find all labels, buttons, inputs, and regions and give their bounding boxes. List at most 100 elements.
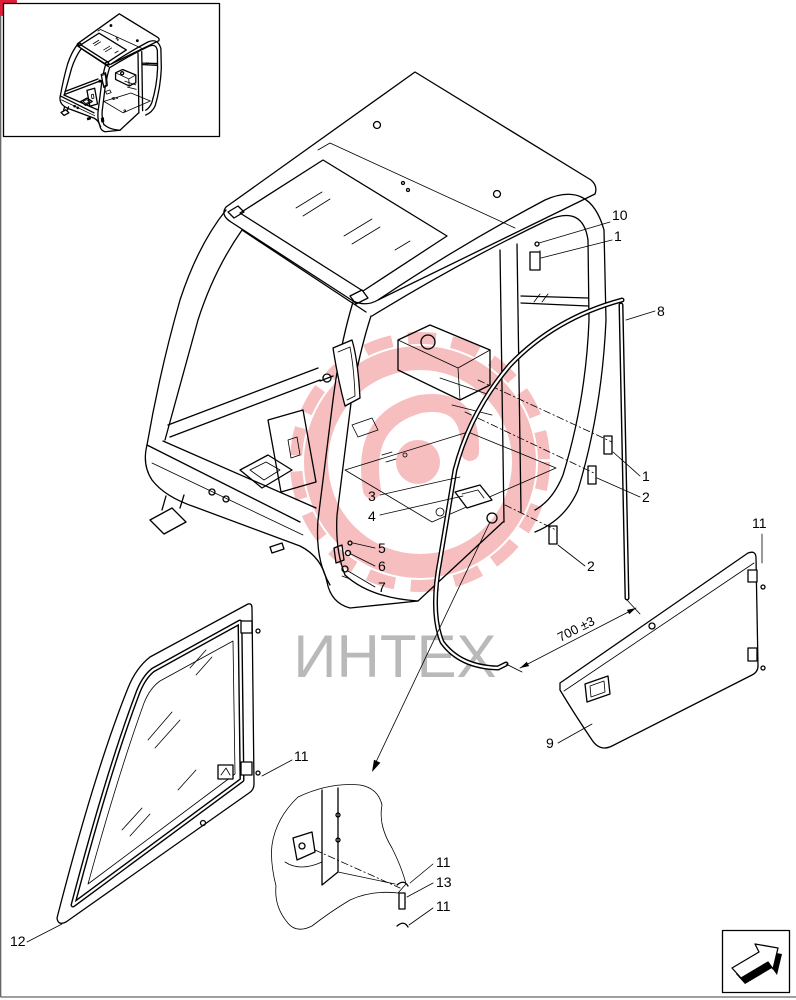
front-window xyxy=(57,604,260,924)
bolt xyxy=(342,566,348,572)
watermark-gear-teeth xyxy=(290,332,550,592)
front-window-hinge-upper xyxy=(241,621,252,633)
detail-arrow-line xyxy=(376,522,490,762)
cab-mount-legs xyxy=(162,495,184,510)
detail-screw xyxy=(336,838,340,842)
roof-bolt xyxy=(402,182,405,185)
callout-10: 10 xyxy=(612,207,628,223)
hinge-upper xyxy=(530,252,540,270)
callout-2: 2 xyxy=(587,558,595,574)
body-rail xyxy=(152,463,303,535)
leader-line xyxy=(558,724,592,743)
thumbnail[interactable] xyxy=(4,4,220,137)
door-seal-inner xyxy=(434,298,624,670)
callout-2: 2 xyxy=(642,489,650,505)
leader-line xyxy=(348,571,375,587)
leader-line xyxy=(541,240,612,258)
leader-line xyxy=(27,924,62,942)
dimension-arrow-right xyxy=(626,608,636,615)
cab-lower-body xyxy=(145,445,503,608)
detail-inset-outline xyxy=(272,785,407,930)
next-page-button[interactable] xyxy=(723,931,790,993)
roof-seam xyxy=(318,143,515,228)
rear-console-edges xyxy=(398,340,490,400)
detail-arrow xyxy=(372,522,490,772)
callout-11: 11 xyxy=(294,748,309,764)
body-bolt xyxy=(223,496,229,502)
side-panel-screw xyxy=(761,585,765,589)
front-window-seal-inner xyxy=(71,620,244,907)
callouts: 10 1 8 1 2 2 3 4 5 6 7 11 9 11 11 13 11 xyxy=(10,207,767,949)
door-seal-strip-inner xyxy=(619,303,629,600)
front-window-glass xyxy=(88,641,235,884)
callout-1: 1 xyxy=(642,468,650,484)
leader-line xyxy=(613,452,640,476)
callout-11: 11 xyxy=(436,854,451,870)
floor-box xyxy=(240,455,292,488)
callout-7: 7 xyxy=(378,579,386,595)
door-sill xyxy=(345,522,503,601)
roof-outline xyxy=(224,72,596,304)
cab-roof xyxy=(224,72,596,304)
leader-line xyxy=(407,883,433,897)
roof-bolt xyxy=(374,122,381,129)
arrow-body xyxy=(732,944,778,978)
roof-bolt xyxy=(407,189,410,192)
detail-bracket-hole xyxy=(299,843,305,849)
leader-line xyxy=(626,311,655,320)
side-panel-bolt xyxy=(649,623,655,629)
floor-hole xyxy=(403,453,407,457)
arrow-right-icon xyxy=(732,944,782,984)
watermark-ring xyxy=(304,346,536,578)
callout-11: 11 xyxy=(752,515,767,531)
detail-edges xyxy=(285,862,395,884)
cab-assembly xyxy=(145,72,606,608)
leader-line xyxy=(380,477,460,495)
latch-parts xyxy=(342,485,497,579)
rear-cross-bar xyxy=(168,368,320,437)
front-window-latch-detail xyxy=(221,768,230,775)
floor-box-inner xyxy=(250,462,280,480)
a-pillar-inner xyxy=(165,230,242,440)
floor-marks xyxy=(382,452,396,462)
console-port xyxy=(421,335,435,349)
side-panel-bevel xyxy=(564,563,754,691)
mirror-pivot xyxy=(323,374,331,382)
washer xyxy=(348,541,352,545)
side-mirror xyxy=(320,340,360,406)
watermark-text: ИНТЕХ xyxy=(293,623,496,690)
callout-13: 13 xyxy=(436,874,452,890)
dimension-label: 700 ±3 xyxy=(555,613,597,644)
side-window-panel xyxy=(560,552,765,748)
front-top-bar-inner xyxy=(242,230,366,312)
callout-4: 4 xyxy=(368,508,376,524)
side-arch-inner xyxy=(372,216,589,511)
pin-part xyxy=(399,893,405,909)
skylight-glass xyxy=(240,160,447,291)
front-window-frame xyxy=(57,604,254,924)
callout-9: 9 xyxy=(546,735,554,751)
dimension-arrow-left xyxy=(520,661,530,668)
side-arch-outer xyxy=(378,194,606,532)
door-latch xyxy=(334,545,344,563)
hinge-lower xyxy=(588,466,596,484)
cab-interior xyxy=(168,325,556,522)
mirror-edge xyxy=(338,347,355,400)
bolt-shank xyxy=(342,576,350,579)
roof-bolt xyxy=(494,191,501,198)
front-window-bolt xyxy=(201,821,206,826)
callout-8: 8 xyxy=(657,303,665,319)
floor-hole xyxy=(436,508,444,516)
mirror-glass xyxy=(333,340,360,406)
side-panel-outline xyxy=(560,552,758,748)
callout-5: 5 xyxy=(378,540,386,556)
leader-line xyxy=(558,545,585,566)
leader-line xyxy=(410,864,433,883)
a-pillar-outer xyxy=(147,210,226,445)
cab-floor xyxy=(345,432,556,522)
side-panel-screw xyxy=(761,666,765,670)
windshield-bottom-rail xyxy=(147,441,316,522)
leader-line xyxy=(353,543,375,548)
leader-line xyxy=(380,496,463,515)
